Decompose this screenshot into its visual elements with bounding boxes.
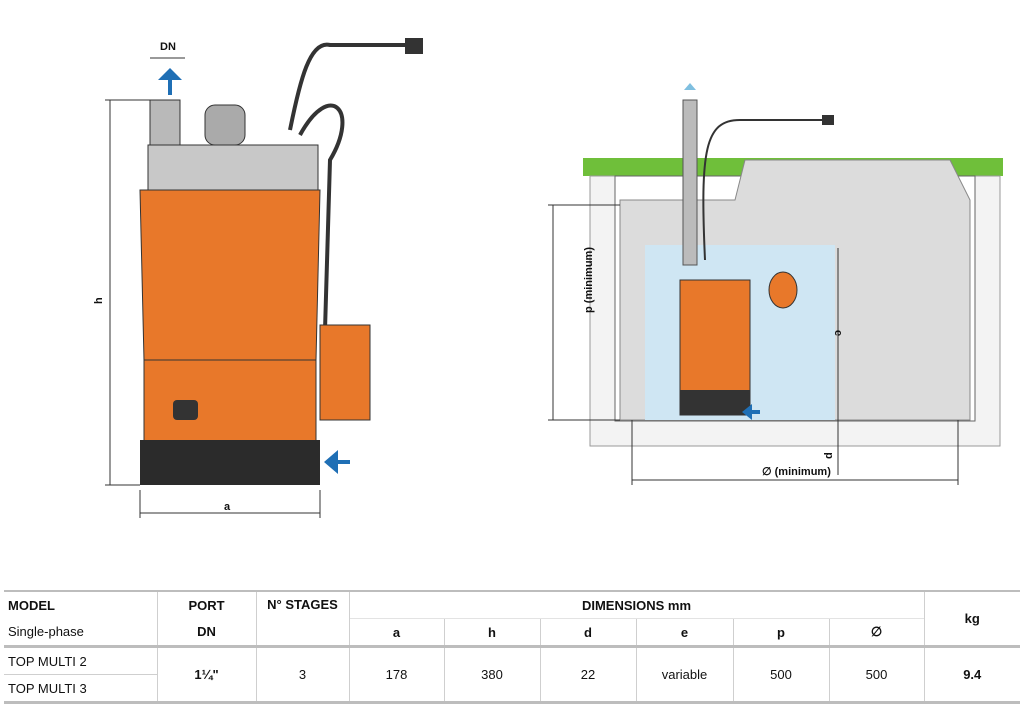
header-kg: kg [923,590,1020,648]
stages-value: 3 [255,646,349,704]
header-dimensions: DIMENSIONS mm [348,590,924,619]
dim-h-value: 380 [443,646,540,704]
p-label: p (minimum) [583,247,595,313]
pump-illustration [139,38,423,485]
dim-e-value: variable [635,646,733,704]
dim-p-value: 500 [732,646,829,704]
header-dim-a: a [348,618,444,648]
port-value: 1¼" [156,646,256,704]
header-port-sub: DN [156,618,256,648]
dim-d-value: 22 [539,646,636,704]
header-port: PORT [156,590,256,619]
diameter-label: ∅ (minimum) [762,466,831,478]
dn-label: DN [160,41,176,53]
header-dim-diameter: ∅ [828,618,924,648]
technical-drawing: DN h a p (minimum) e d ∅ (minimum) [93,38,1003,518]
model-name: TOP MULTI 2 [4,646,157,675]
dim-diameter-value: 500 [828,646,924,704]
kg-value: 9.4 [923,646,1020,704]
h-label: h [93,297,105,304]
inlet-arrow-icon [324,450,350,474]
header-stages: N° STAGES [255,590,349,648]
header-model-sub: Single-phase [4,618,157,648]
specifications-table: MODEL PORT N° STAGES DIMENSIONS mm kg Si… [4,590,1020,704]
header-model: MODEL [4,590,157,619]
e-label: e [832,330,844,336]
a-label: a [224,501,231,513]
header-dim-d: d [539,618,636,648]
model-name: TOP MULTI 3 [4,674,157,704]
header-dim-p: p [732,618,829,648]
dim-a-value: 178 [348,646,444,704]
outlet-arrow-icon [158,68,182,95]
header-dim-e: e [635,618,733,648]
header-dim-h: h [443,618,540,648]
d-label: d [823,452,835,459]
